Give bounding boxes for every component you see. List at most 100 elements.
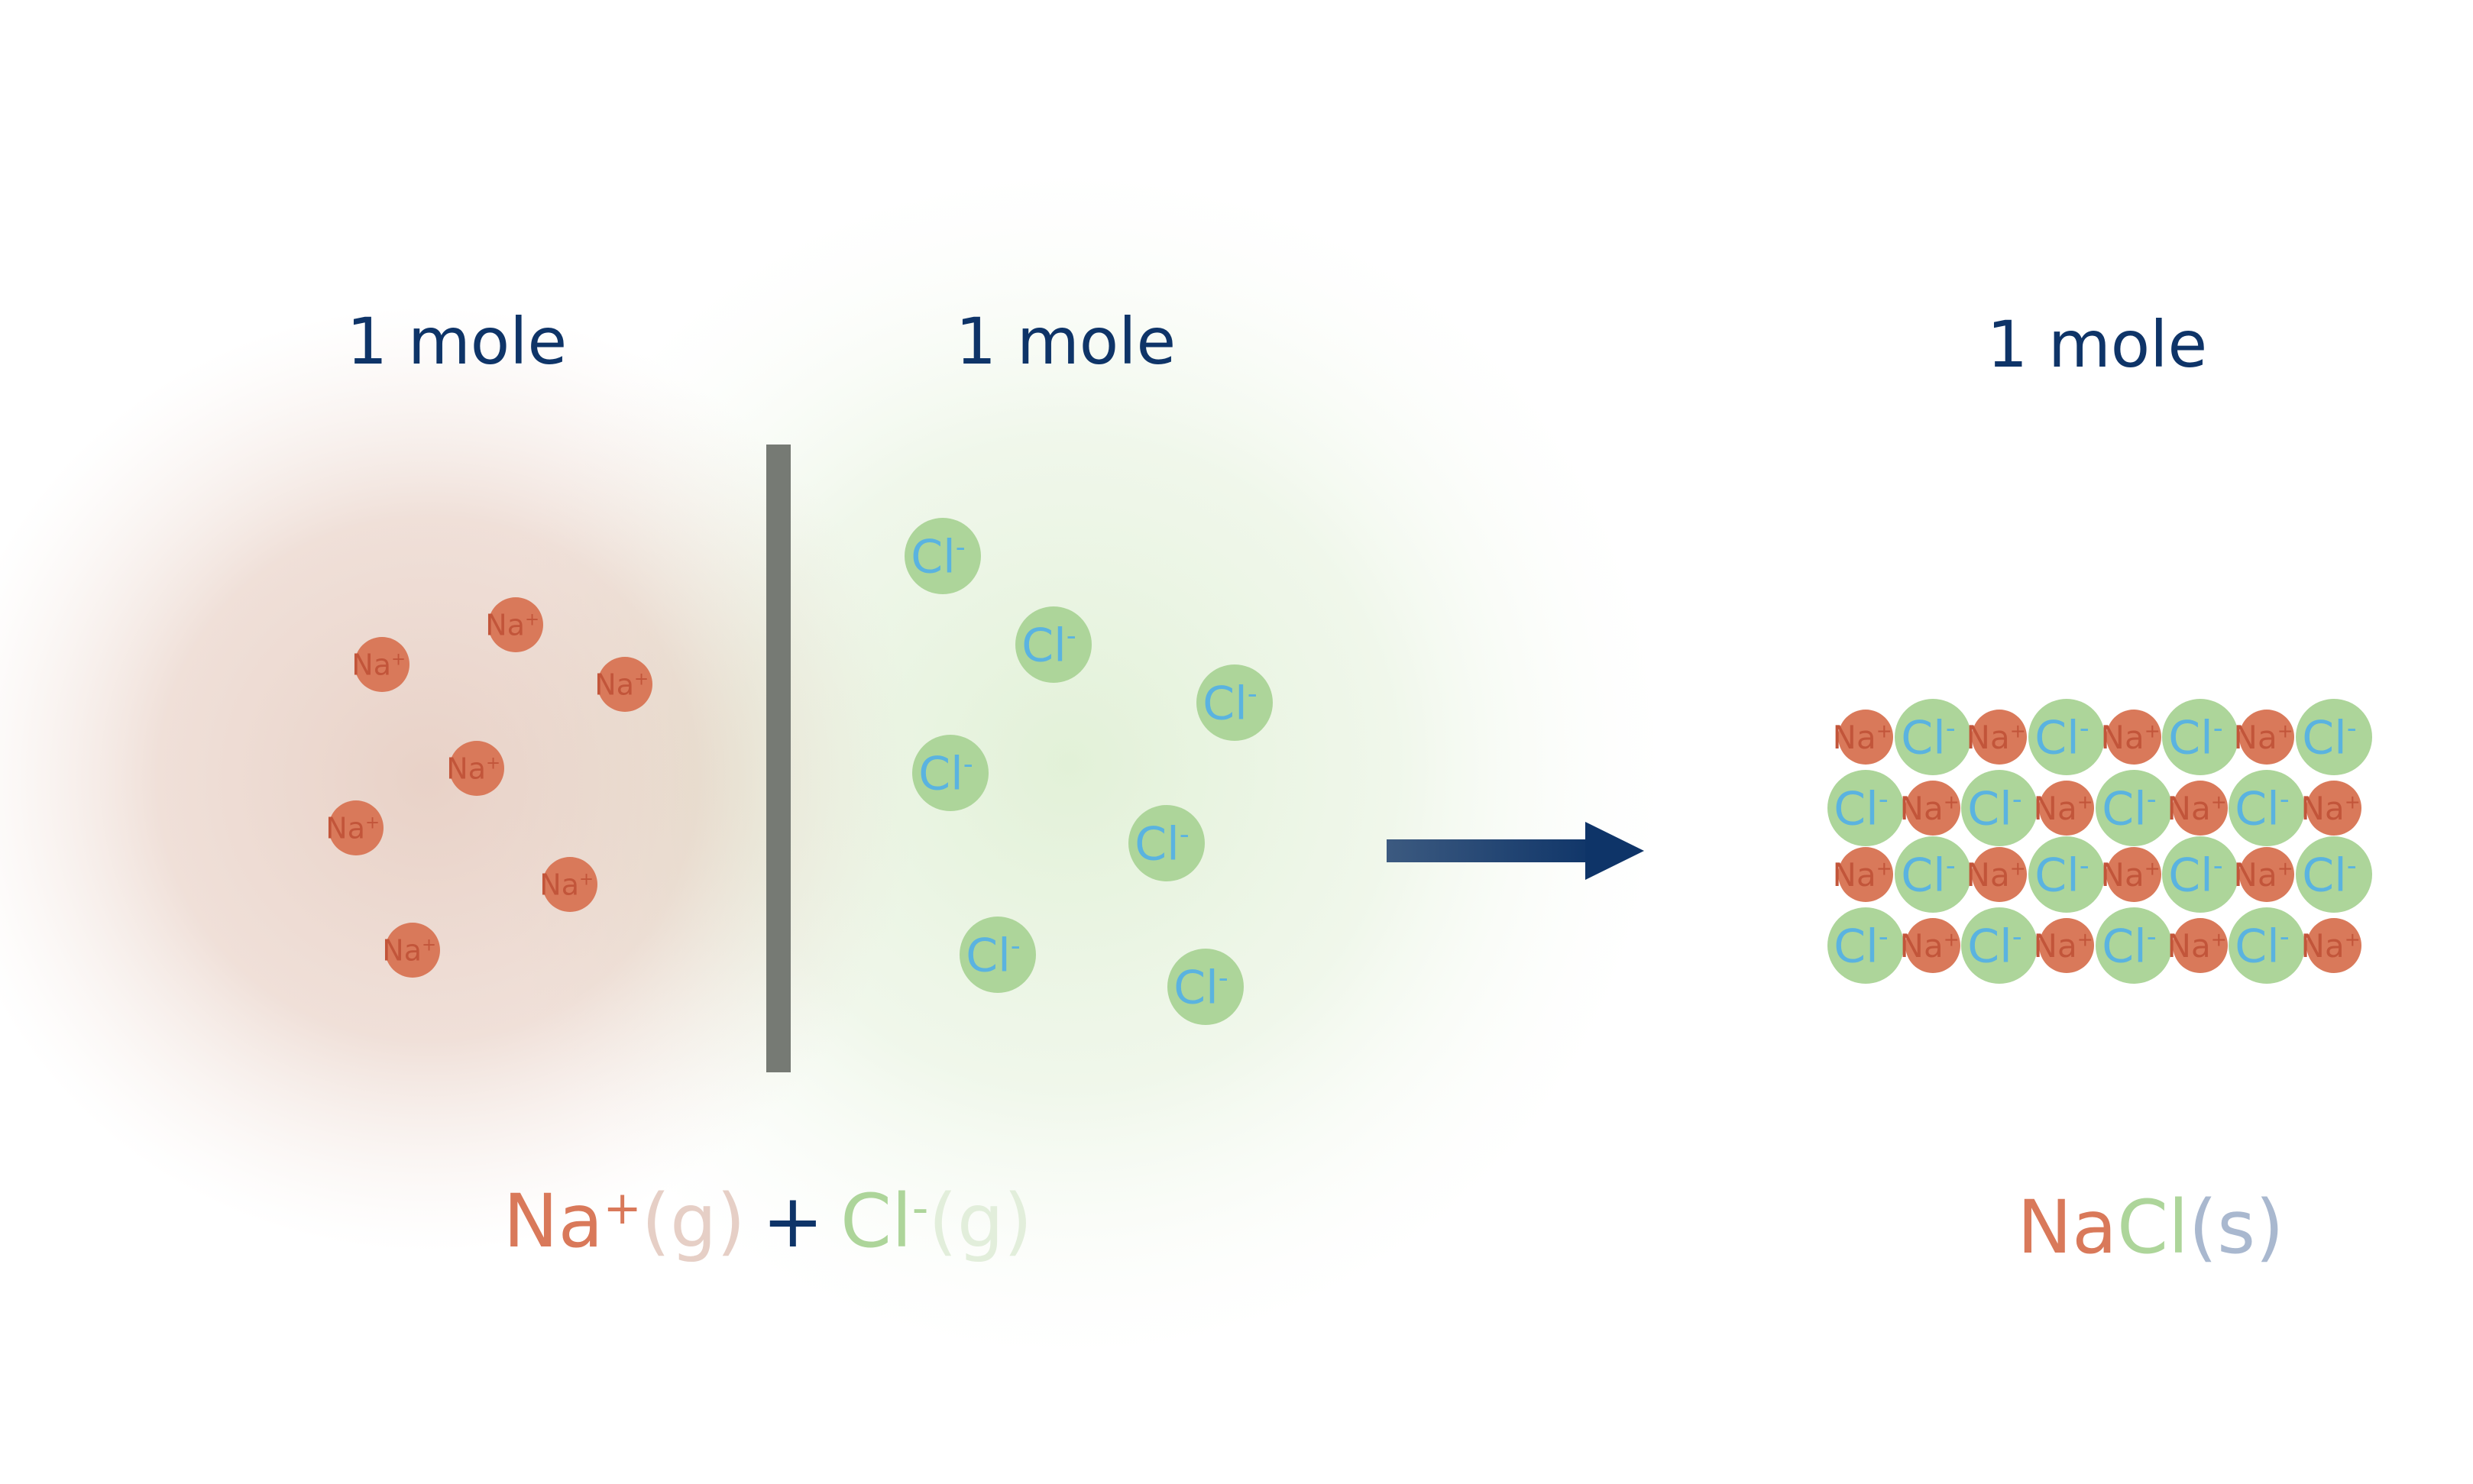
lattice-na-r3c5: Na+ [2101,847,2161,902]
lattice-na-r2c2-circle [1905,781,1960,836]
lattice-cl-r3c4-circle [2028,836,2105,913]
na-ion-2-label: Na+ [485,609,539,642]
cl-ion-3-circle [1196,664,1273,741]
lattice-cl-r2c1-label: Cl- [1834,783,1889,836]
cl-ion-7-circle [1167,949,1244,1025]
lattice-cl-r1c6: Cl- [2162,699,2238,775]
lattice-na-r3c1: Na+ [1833,847,1893,902]
lattice-na-r1c5-circle [2106,710,2161,765]
na-ion-3-circle [597,657,652,712]
lattice-cl-r3c2: Cl- [1895,836,1971,913]
lattice-cl-r2c7: Cl- [2229,770,2305,846]
cl-ion-3-label: Cl- [1203,677,1258,731]
lattice-na-r4c8-circle [2306,918,2361,973]
lattice-cl-r4c1-label: Cl- [1834,920,1889,974]
cl-ion-7-label: Cl- [1173,962,1228,1015]
lattice-cl-r3c8-circle [2296,836,2372,913]
lattice-cl-r3c6: Cl- [2162,836,2238,913]
lattice-na-r2c8: Na+ [2301,781,2361,836]
lattice-na-r4c4-circle [2039,918,2094,973]
lattice-cl-r4c7-label: Cl- [2235,920,2290,974]
lattice-na-r4c2-label: Na+ [1900,927,1960,965]
lattice-cl-r1c2-label: Cl- [1901,712,1956,765]
divider-wall [766,445,791,1072]
na-ion-7-label: Na+ [382,934,436,968]
na-ion-5-circle [329,800,384,855]
lattice-na-r4c6-circle [2173,918,2228,973]
lattice-cl-r1c6-circle [2162,699,2238,775]
lattice-cl-r2c3: Cl- [1961,770,2038,846]
na-ion-6-circle [542,857,597,912]
lattice-na-r4c6-label: Na+ [2167,927,2227,965]
na-ion-3: Na+ [594,657,652,712]
lattice-na-r3c5-circle [2106,847,2161,902]
cl-ion-3: Cl- [1196,664,1273,741]
na-ion-4-label: Na+ [446,752,500,786]
lattice-cl-r4c1-circle [1827,907,1904,984]
lattice-na-r2c6-circle [2173,781,2228,836]
na-ion-5: Na+ [325,800,384,855]
lattice-cl-r3c6-label: Cl- [2168,849,2223,903]
lattice-cl-r1c8: Cl- [2296,699,2372,775]
lattice-na-r1c3-label: Na+ [1966,719,2026,756]
lattice-na-r4c8: Na+ [2301,918,2361,973]
product-state: (s) [2189,1185,2284,1270]
cl-amount-label: 1 mole [956,304,1176,379]
na-amount-label: 1 mole [347,304,567,379]
lattice-cl-r2c3-circle [1961,770,2038,846]
lattice-na-r2c8-circle [2306,781,2361,836]
eq-na-symbol: Na [503,1178,604,1264]
lattice-cl-r2c3-label: Cl- [1967,783,2022,836]
lattice-na-r3c1-label: Na+ [1833,856,1892,894]
cl-ion-2-circle [1015,606,1092,683]
lattice-na-r3c3: Na+ [1966,847,2027,902]
cl-ion-5-label: Cl- [1135,818,1190,871]
cl-ion-4: Cl- [912,735,989,811]
lattice-cl-r3c4: Cl- [2028,836,2105,913]
na-ion-1-label: Na+ [351,648,406,682]
product-equation: NaCl(s) [2017,1185,2284,1270]
reactants-equation: Na+(g)+Cl-(g) [503,1178,1032,1264]
lattice-cl-r3c4-label: Cl- [2034,849,2089,903]
eq-plus: + [762,1178,824,1264]
lattice-cl-r2c7-circle [2229,770,2305,846]
lattice-cl-r1c8-label: Cl- [2302,712,2357,765]
lattice-cl-r2c5-circle [2096,770,2172,846]
lattice-cl-r1c2-circle [1895,699,1971,775]
lattice-cl-r1c6-label: Cl- [2168,712,2223,765]
lattice-cl-r1c4-label: Cl- [2034,712,2089,765]
lattice-na-r2c2-label: Na+ [1900,790,1960,827]
na-ion-7: Na+ [382,923,440,978]
cl-ion-5: Cl- [1128,805,1205,881]
lattice-na-r1c5-label: Na+ [2101,719,2161,756]
lattice-cl-r4c7-circle [2229,907,2305,984]
lattice-cl-r1c4-circle [2028,699,2105,775]
lattice-na-r1c3-circle [1972,710,2027,765]
lattice-na-r1c1: Na+ [1833,710,1893,765]
cl-ion-2-label: Cl- [1021,619,1076,673]
lattice-na-r2c6: Na+ [2167,781,2228,836]
lattice-cl-r3c8: Cl- [2296,836,2372,913]
lattice-na-r1c7-circle [2239,710,2294,765]
cl-ion-6-circle [960,917,1036,993]
lattice-cl-r3c6-circle [2162,836,2238,913]
na-ion-4: Na+ [446,741,504,796]
cl-ion-1-circle [905,518,981,594]
lattice-cl-r4c3-label: Cl- [1967,920,2022,974]
lattice-cl-r4c5-circle [2096,907,2172,984]
arrow-shaft [1387,839,1601,862]
lattice-cl-r1c4: Cl- [2028,699,2105,775]
lattice-cl-r3c8-label: Cl- [2302,849,2357,903]
lattice-cl-r2c1-circle [1827,770,1904,846]
na-ion-6-label: Na+ [539,868,594,902]
lattice-cl-r3c2-label: Cl- [1901,849,1956,903]
lattice-na-r3c3-label: Na+ [1966,856,2026,894]
eq-na-state: (g) [642,1178,746,1264]
cl-ion-4-circle [912,735,989,811]
cl-ion-5-circle [1128,805,1205,881]
na-ion-2: Na+ [485,597,543,652]
lattice-na-r3c5-label: Na+ [2101,856,2161,894]
lattice-na-r4c8-label: Na+ [2301,927,2361,965]
lattice-na-r1c1-circle [1838,710,1893,765]
lattice-na-r2c6-label: Na+ [2167,790,2227,827]
